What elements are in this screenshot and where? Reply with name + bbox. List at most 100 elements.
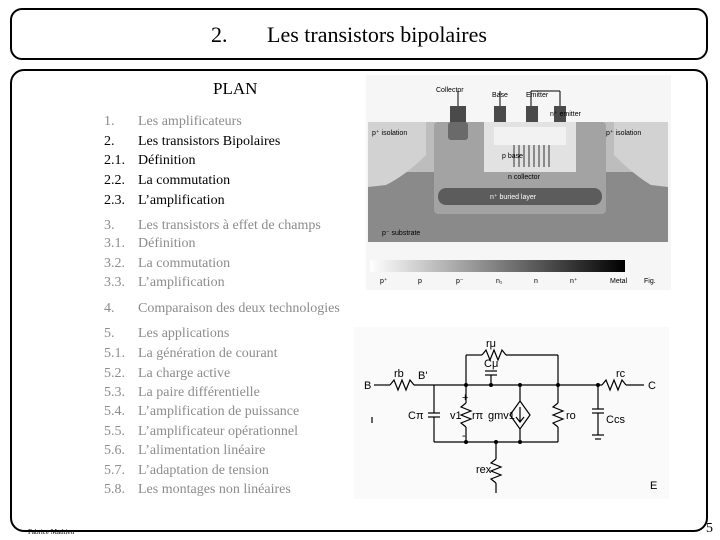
- toc-item: 1. Les amplificateurs: [104, 114, 242, 130]
- toc-item-label: L’alimentation linéaire: [138, 443, 266, 458]
- toc-item-number: 5.4.: [104, 404, 125, 419]
- toc-item-label: Les transistors Bipolaires: [138, 134, 281, 149]
- toc-item-number: 1.: [104, 114, 115, 129]
- toc-item: 5.4. L’amplification de puissance: [104, 404, 299, 420]
- toc-item-label: Les montages non linéaires: [138, 482, 291, 497]
- p-base-label: p base: [502, 153, 523, 160]
- toc-item: 5.7. L’adaptation de tension: [104, 463, 269, 479]
- toc-item-number: 5.3.: [104, 385, 125, 400]
- bjt-cross-section-figure: Collector Base Emitter n⁺ emitter p⁺ iso…: [366, 75, 671, 290]
- slide-number: 2.: [211, 22, 228, 47]
- cpi-label: Cπ: [408, 410, 424, 422]
- toc-item: 3. Les transistors à effet de champs: [104, 218, 321, 234]
- toc-item-label: L’amplification: [138, 275, 225, 290]
- p-isolation-right-label: p⁺ isolation: [606, 129, 641, 137]
- toc-item-number: 2.1.: [104, 153, 125, 168]
- toc-item-number: 5.6.: [104, 443, 125, 458]
- toc-item-number: 5.: [104, 326, 115, 341]
- p-substrate-label: p⁻ substrate: [382, 230, 420, 237]
- toc-item-label: La commutation: [138, 256, 231, 271]
- minus-label: -: [462, 430, 466, 442]
- node-c-label: C: [648, 380, 656, 392]
- plus-label: +: [462, 392, 468, 404]
- toc-item: 3.1. Définition: [104, 236, 196, 252]
- toc-item: 3.3. L’amplification: [104, 275, 225, 291]
- scale-label-6: Metal: [610, 278, 628, 285]
- toc-item-number: 5.2.: [104, 366, 125, 381]
- rc-label: rc: [616, 368, 626, 380]
- toc-item-label: La charge active: [138, 366, 231, 381]
- rmu-label: rμ: [486, 338, 496, 350]
- cmu-label: Cμ: [484, 358, 498, 370]
- toc-item-number: 5.1.: [104, 346, 125, 361]
- toc-item-number: 2.: [104, 134, 115, 149]
- gm-label: gmv1: [488, 410, 515, 422]
- toc-item-label: Définition: [138, 236, 196, 251]
- ccs-label: Ccs: [606, 414, 625, 426]
- toc-item-number: 3.1.: [104, 236, 125, 251]
- buried-layer-label: n⁺ buried layer: [490, 193, 537, 201]
- ro-label: ro: [566, 410, 576, 422]
- toc-item-label: Les applications: [138, 326, 230, 341]
- footer-author: Fabrice Mathieu: [28, 528, 75, 536]
- n-collector-label: n collector: [508, 174, 541, 181]
- emitter-label: Emitter: [526, 92, 549, 99]
- plan-heading: PLAN: [213, 79, 258, 98]
- toc-item-label: La paire différentielle: [138, 385, 260, 400]
- toc-item: 3.2. La commutation: [104, 256, 230, 272]
- toc-item: 5.8. Les montages non linéaires: [104, 482, 291, 498]
- slide-title: Les transistors bipolaires: [267, 22, 487, 47]
- scale-label-1: p: [418, 278, 422, 285]
- toc-item: 5.5.L’amplificateur opérationnel: [104, 424, 298, 440]
- toc-item-label: Définition: [138, 153, 196, 168]
- toc-item: 4. Comparaison des deux technologies: [104, 301, 340, 317]
- rex-label: rex: [476, 464, 492, 476]
- emitter-region-label: n⁺ emitter: [550, 110, 582, 118]
- toc-item-label: L’amplification de puissance: [138, 404, 300, 419]
- collector-label: Collector: [436, 87, 464, 94]
- toc-item-number: 3.2.: [104, 256, 125, 271]
- toc-item-number: 5.7.: [104, 463, 125, 478]
- toc-item-number: 4.: [104, 301, 115, 316]
- bjt-small-signal-circuit: B B' C E rμ Cμ rb rc Cπ rπ gmv1 ro Ccs r…: [354, 327, 669, 499]
- toc-item-label: La génération de courant: [138, 346, 278, 361]
- title-frame: [10, 8, 708, 60]
- toc-item: 5.3. La paire différentielle: [104, 385, 260, 401]
- node-e-label: E: [650, 480, 657, 492]
- toc-item: 2.1. Définition: [104, 153, 196, 169]
- toc-item: 2.2. La commutation: [104, 173, 230, 189]
- toc-item-label: L’adaptation de tension: [138, 463, 269, 478]
- fig-label: Fig.: [644, 278, 656, 285]
- rpi-label: rπ: [472, 410, 484, 422]
- scale-label-4: n: [534, 278, 538, 285]
- rb-label: rb: [394, 368, 404, 380]
- scale-label-3: n₁: [496, 278, 503, 285]
- toc-item-label: Les transistors à effet de champs: [138, 218, 321, 233]
- toc-item: 5. Les applications: [104, 326, 229, 342]
- toc-item-label: L’amplificateur opérationnel: [138, 424, 299, 439]
- toc-item-number: 2.3.: [104, 193, 125, 208]
- p-isolation-left-label: p⁺ isolation: [372, 129, 407, 137]
- content-frame: [10, 69, 708, 532]
- toc-item-label: L’amplification: [138, 193, 225, 208]
- toc-item: 5.6. L’alimentation linéaire: [104, 443, 265, 459]
- scale-label-2: p⁻: [456, 278, 464, 285]
- toc-item-label: La commutation: [138, 173, 231, 188]
- node-bprime-label: B': [418, 370, 427, 382]
- toc-item-label: Les amplificateurs: [138, 114, 242, 129]
- toc-item-number: 2.2.: [104, 173, 125, 188]
- toc-item-number: 3.3.: [104, 275, 125, 290]
- scale-label-5: n⁺: [570, 277, 578, 285]
- v1-label: v1: [450, 410, 462, 422]
- page-number: 5: [706, 521, 713, 536]
- toc-item: 2.3. L’amplification: [104, 193, 225, 209]
- node-b-label: B: [364, 380, 371, 392]
- base-label: Base: [492, 92, 508, 99]
- toc-item-number: 3.: [104, 218, 115, 233]
- toc-item: 2. Les transistors Bipolaires: [104, 134, 280, 150]
- toc-item-number: 5.8.: [104, 482, 125, 497]
- toc-item-label: Comparaison des deux technologies: [138, 301, 340, 316]
- toc-item: 5.1. La génération de courant: [104, 346, 278, 362]
- scale-label-0: p⁺: [380, 277, 388, 285]
- toc-item: 5.2. La charge active: [104, 366, 230, 382]
